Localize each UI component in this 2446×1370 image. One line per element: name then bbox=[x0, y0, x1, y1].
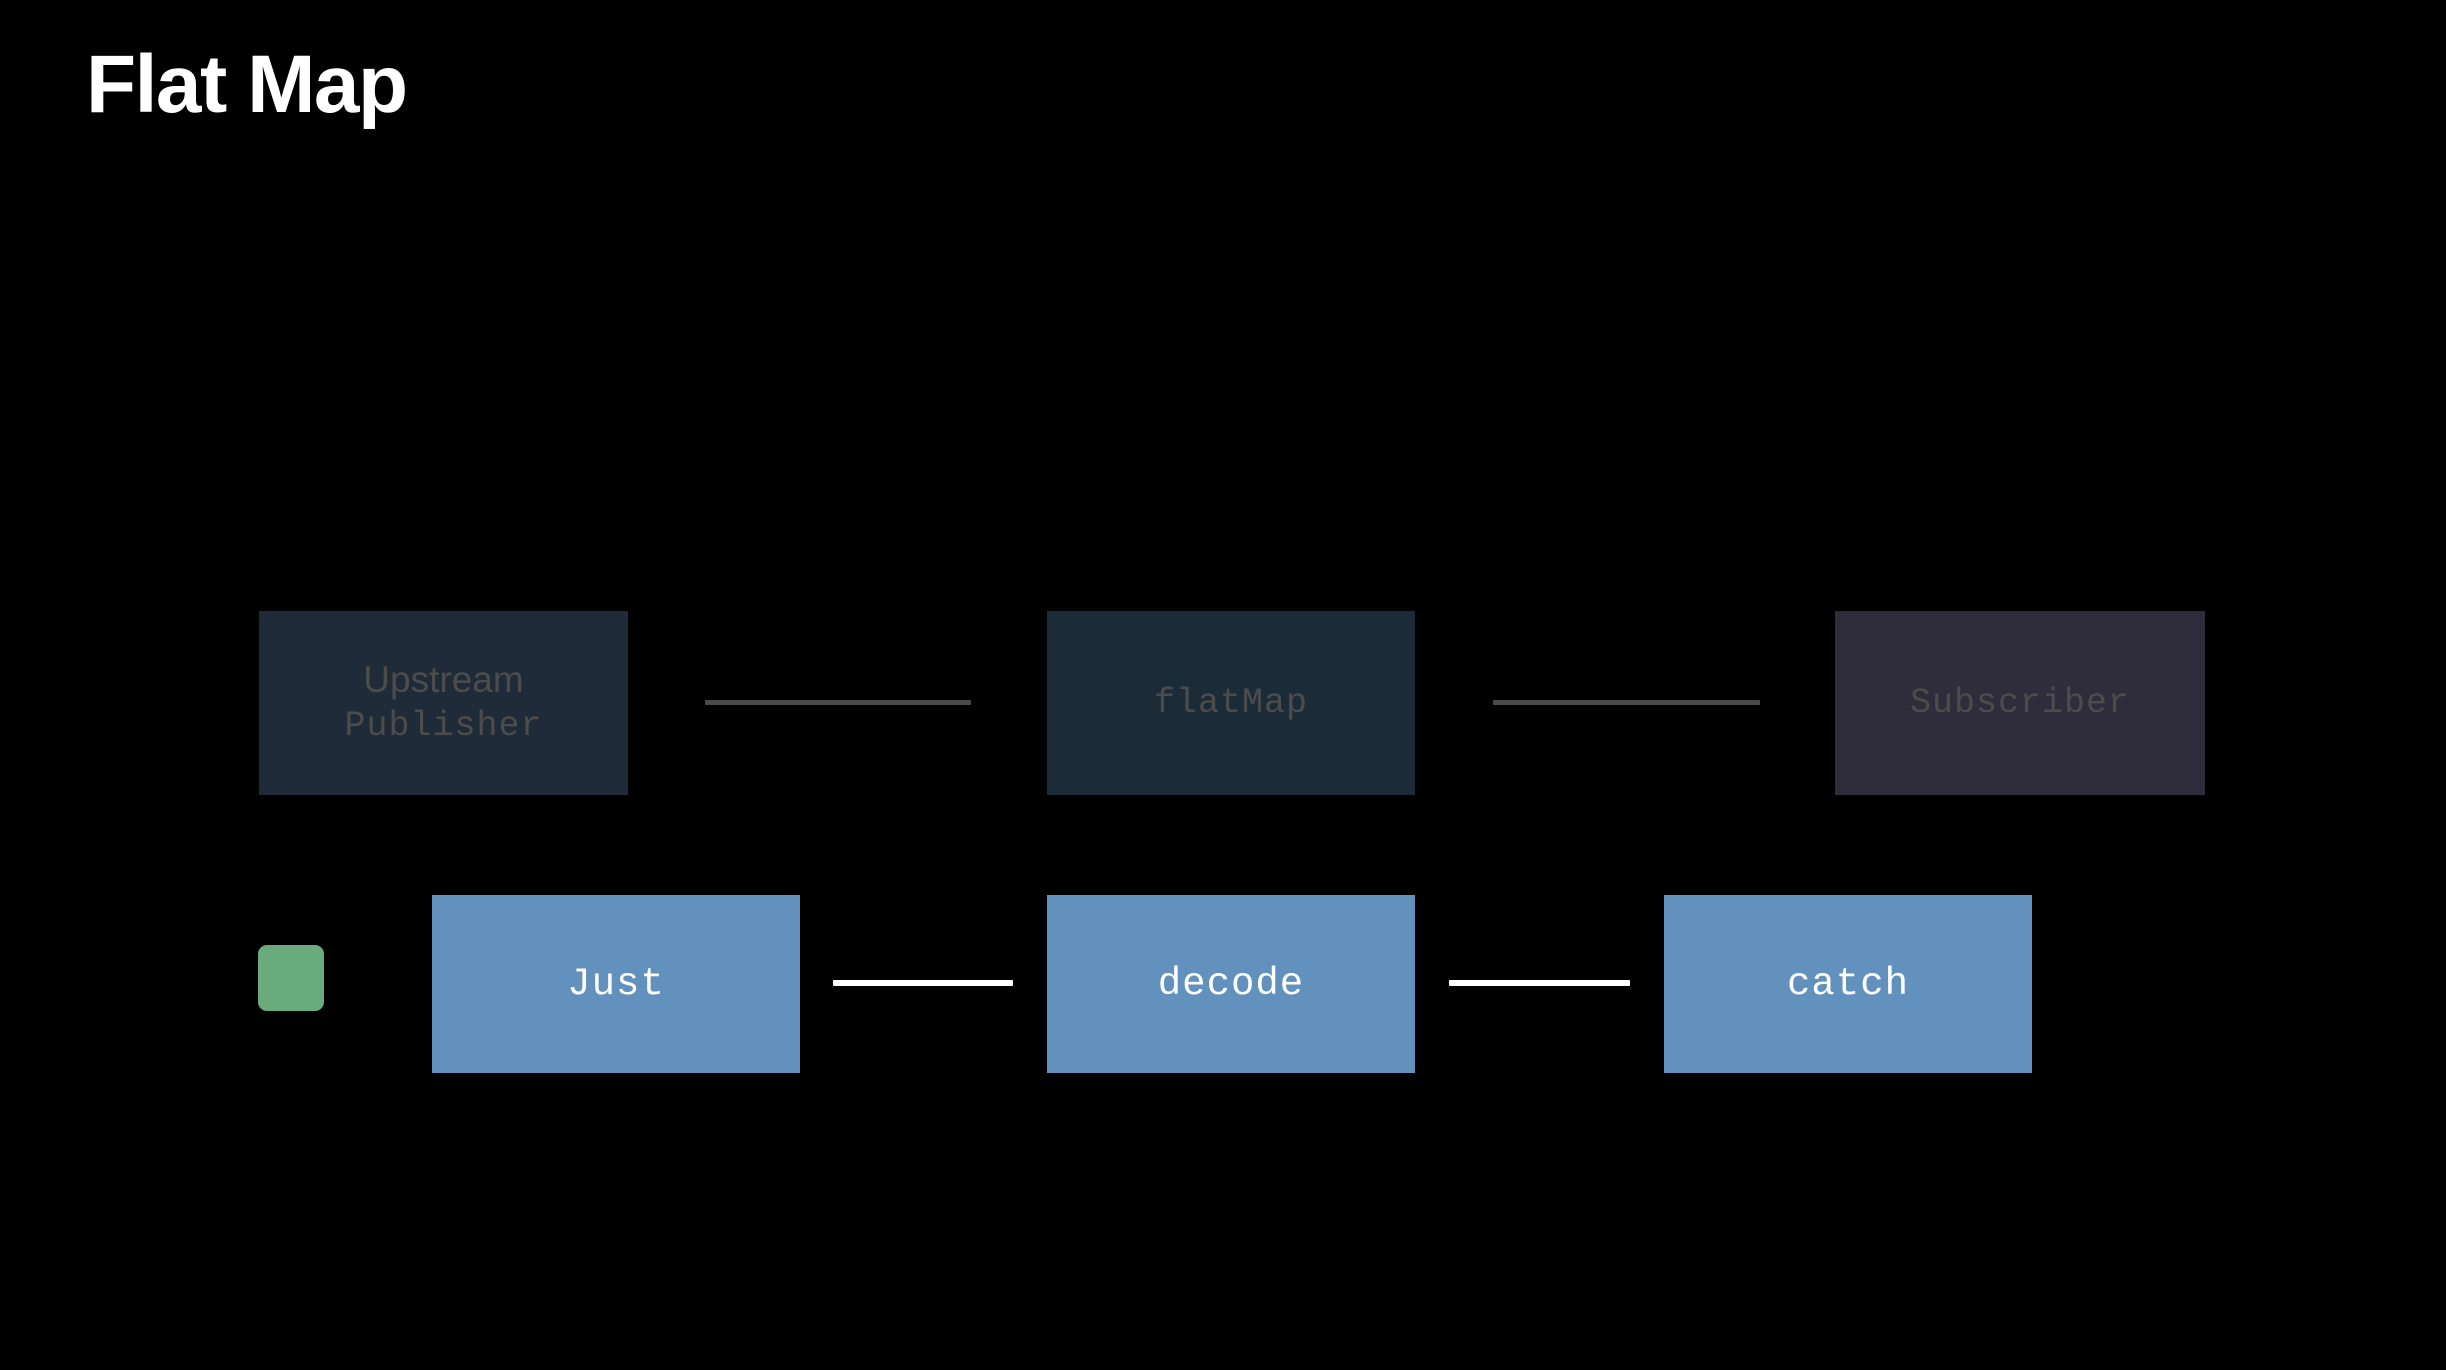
node-upstream-publisher-label-line1: Upstream bbox=[363, 659, 524, 700]
connector-decode-to-catch bbox=[1449, 980, 1630, 986]
node-just-label: Just bbox=[567, 962, 665, 1006]
node-subscriber[interactable]: Subscriber bbox=[1835, 611, 2205, 795]
node-upstream-publisher[interactable]: Upstream Publisher bbox=[259, 611, 628, 795]
node-flatmap[interactable]: flatMap bbox=[1047, 611, 1415, 795]
connector-flatmap-to-subscriber bbox=[1493, 700, 1760, 705]
page-title: Flat Map bbox=[86, 39, 408, 130]
node-flatmap-label: flatMap bbox=[1153, 682, 1309, 723]
node-catch-label: catch bbox=[1786, 962, 1910, 1006]
node-decode-label: decode bbox=[1157, 962, 1305, 1006]
node-decode[interactable]: decode bbox=[1047, 895, 1415, 1073]
connector-just-to-decode bbox=[833, 980, 1013, 986]
value-marker-square bbox=[258, 945, 324, 1011]
node-just[interactable]: Just bbox=[432, 895, 800, 1073]
node-catch[interactable]: catch bbox=[1664, 895, 2032, 1073]
connector-upstream-to-flatmap bbox=[705, 700, 971, 705]
node-subscriber-label: Subscriber bbox=[1909, 682, 2131, 723]
node-upstream-publisher-label-line2: Publisher bbox=[344, 706, 543, 746]
